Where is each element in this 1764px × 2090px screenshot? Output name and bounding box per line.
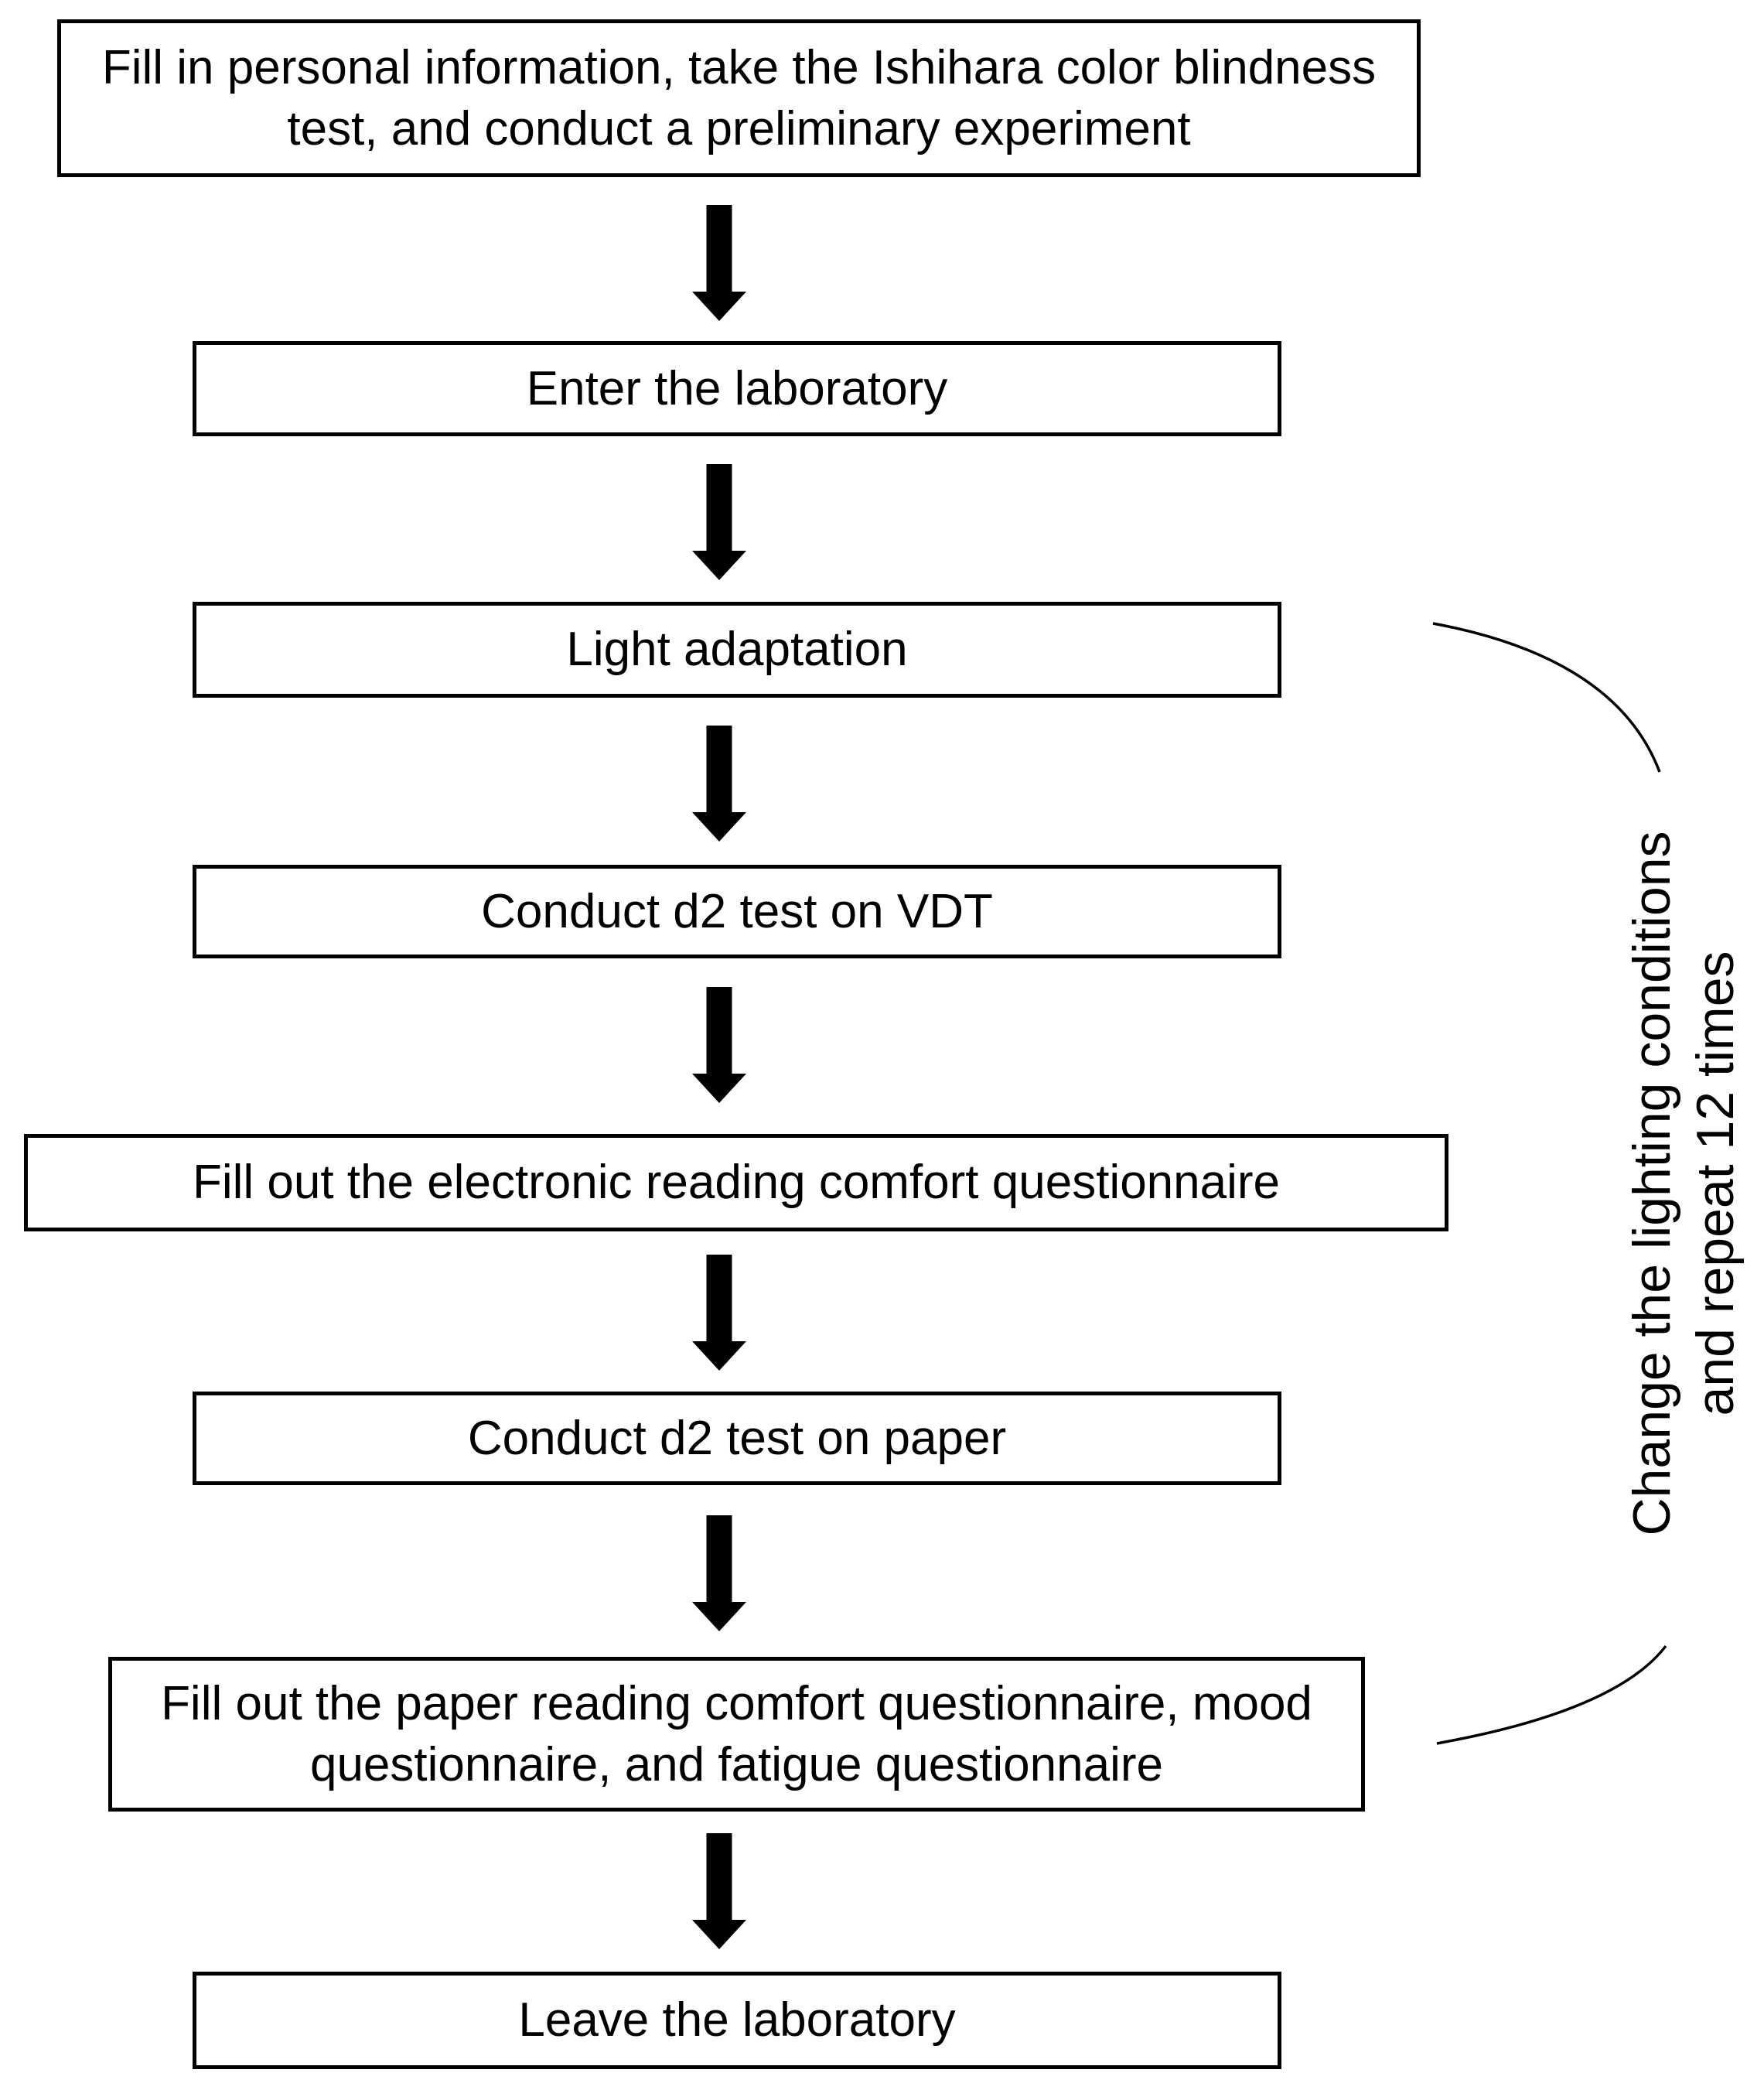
flow-step-d2-test-vdt-label: Conduct d2 test on VDT <box>481 884 993 938</box>
loop-note: Change the lighting conditions and repea… <box>1620 758 1747 1609</box>
flow-step-d2-test-paper-label: Conduct d2 test on paper <box>467 1411 1007 1465</box>
arrow-down-icon <box>692 1833 746 1949</box>
flow-step-electronic-questionnaire: Fill out the electronic reading comfort … <box>24 1134 1448 1231</box>
flow-step-paper-questionnaires: Fill out the paper reading comfort quest… <box>108 1657 1365 1812</box>
flow-step-enter-lab: Enter the laboratory <box>193 341 1281 436</box>
loop-curve-top <box>1432 622 1661 773</box>
flow-step-light-adaptation: Light adaptation <box>193 602 1281 698</box>
arrow-down-icon <box>692 1255 746 1371</box>
arrow-down-icon <box>692 1515 746 1631</box>
arrow-down-icon <box>692 464 746 580</box>
loop-note-line1: Change the lighting conditions <box>1622 831 1681 1536</box>
flow-step-intro-label: Fill in personal information, take the I… <box>101 40 1377 155</box>
flow-step-leave-lab-label: Leave the laboratory <box>518 1993 956 2047</box>
flow-step-electronic-questionnaire-label: Fill out the electronic reading comfort … <box>192 1156 1281 1210</box>
arrow-down-icon <box>692 726 746 842</box>
loop-note-line2: and repeat 12 times <box>1686 951 1745 1416</box>
flow-step-paper-questionnaires-label: Fill out the paper reading comfort quest… <box>161 1676 1312 1791</box>
flow-step-intro: Fill in personal information, take the I… <box>57 19 1421 177</box>
flow-step-light-adaptation-label: Light adaptation <box>566 623 908 677</box>
flow-step-enter-lab-label: Enter the laboratory <box>526 361 948 415</box>
flow-step-leave-lab: Leave the laboratory <box>193 1972 1281 2069</box>
arrow-down-icon <box>692 205 746 321</box>
arrow-down-icon <box>692 987 746 1103</box>
flow-step-d2-test-paper: Conduct d2 test on paper <box>193 1392 1281 1485</box>
loop-curve-bottom <box>1436 1644 1667 1745</box>
flow-step-d2-test-vdt: Conduct d2 test on VDT <box>193 865 1281 958</box>
